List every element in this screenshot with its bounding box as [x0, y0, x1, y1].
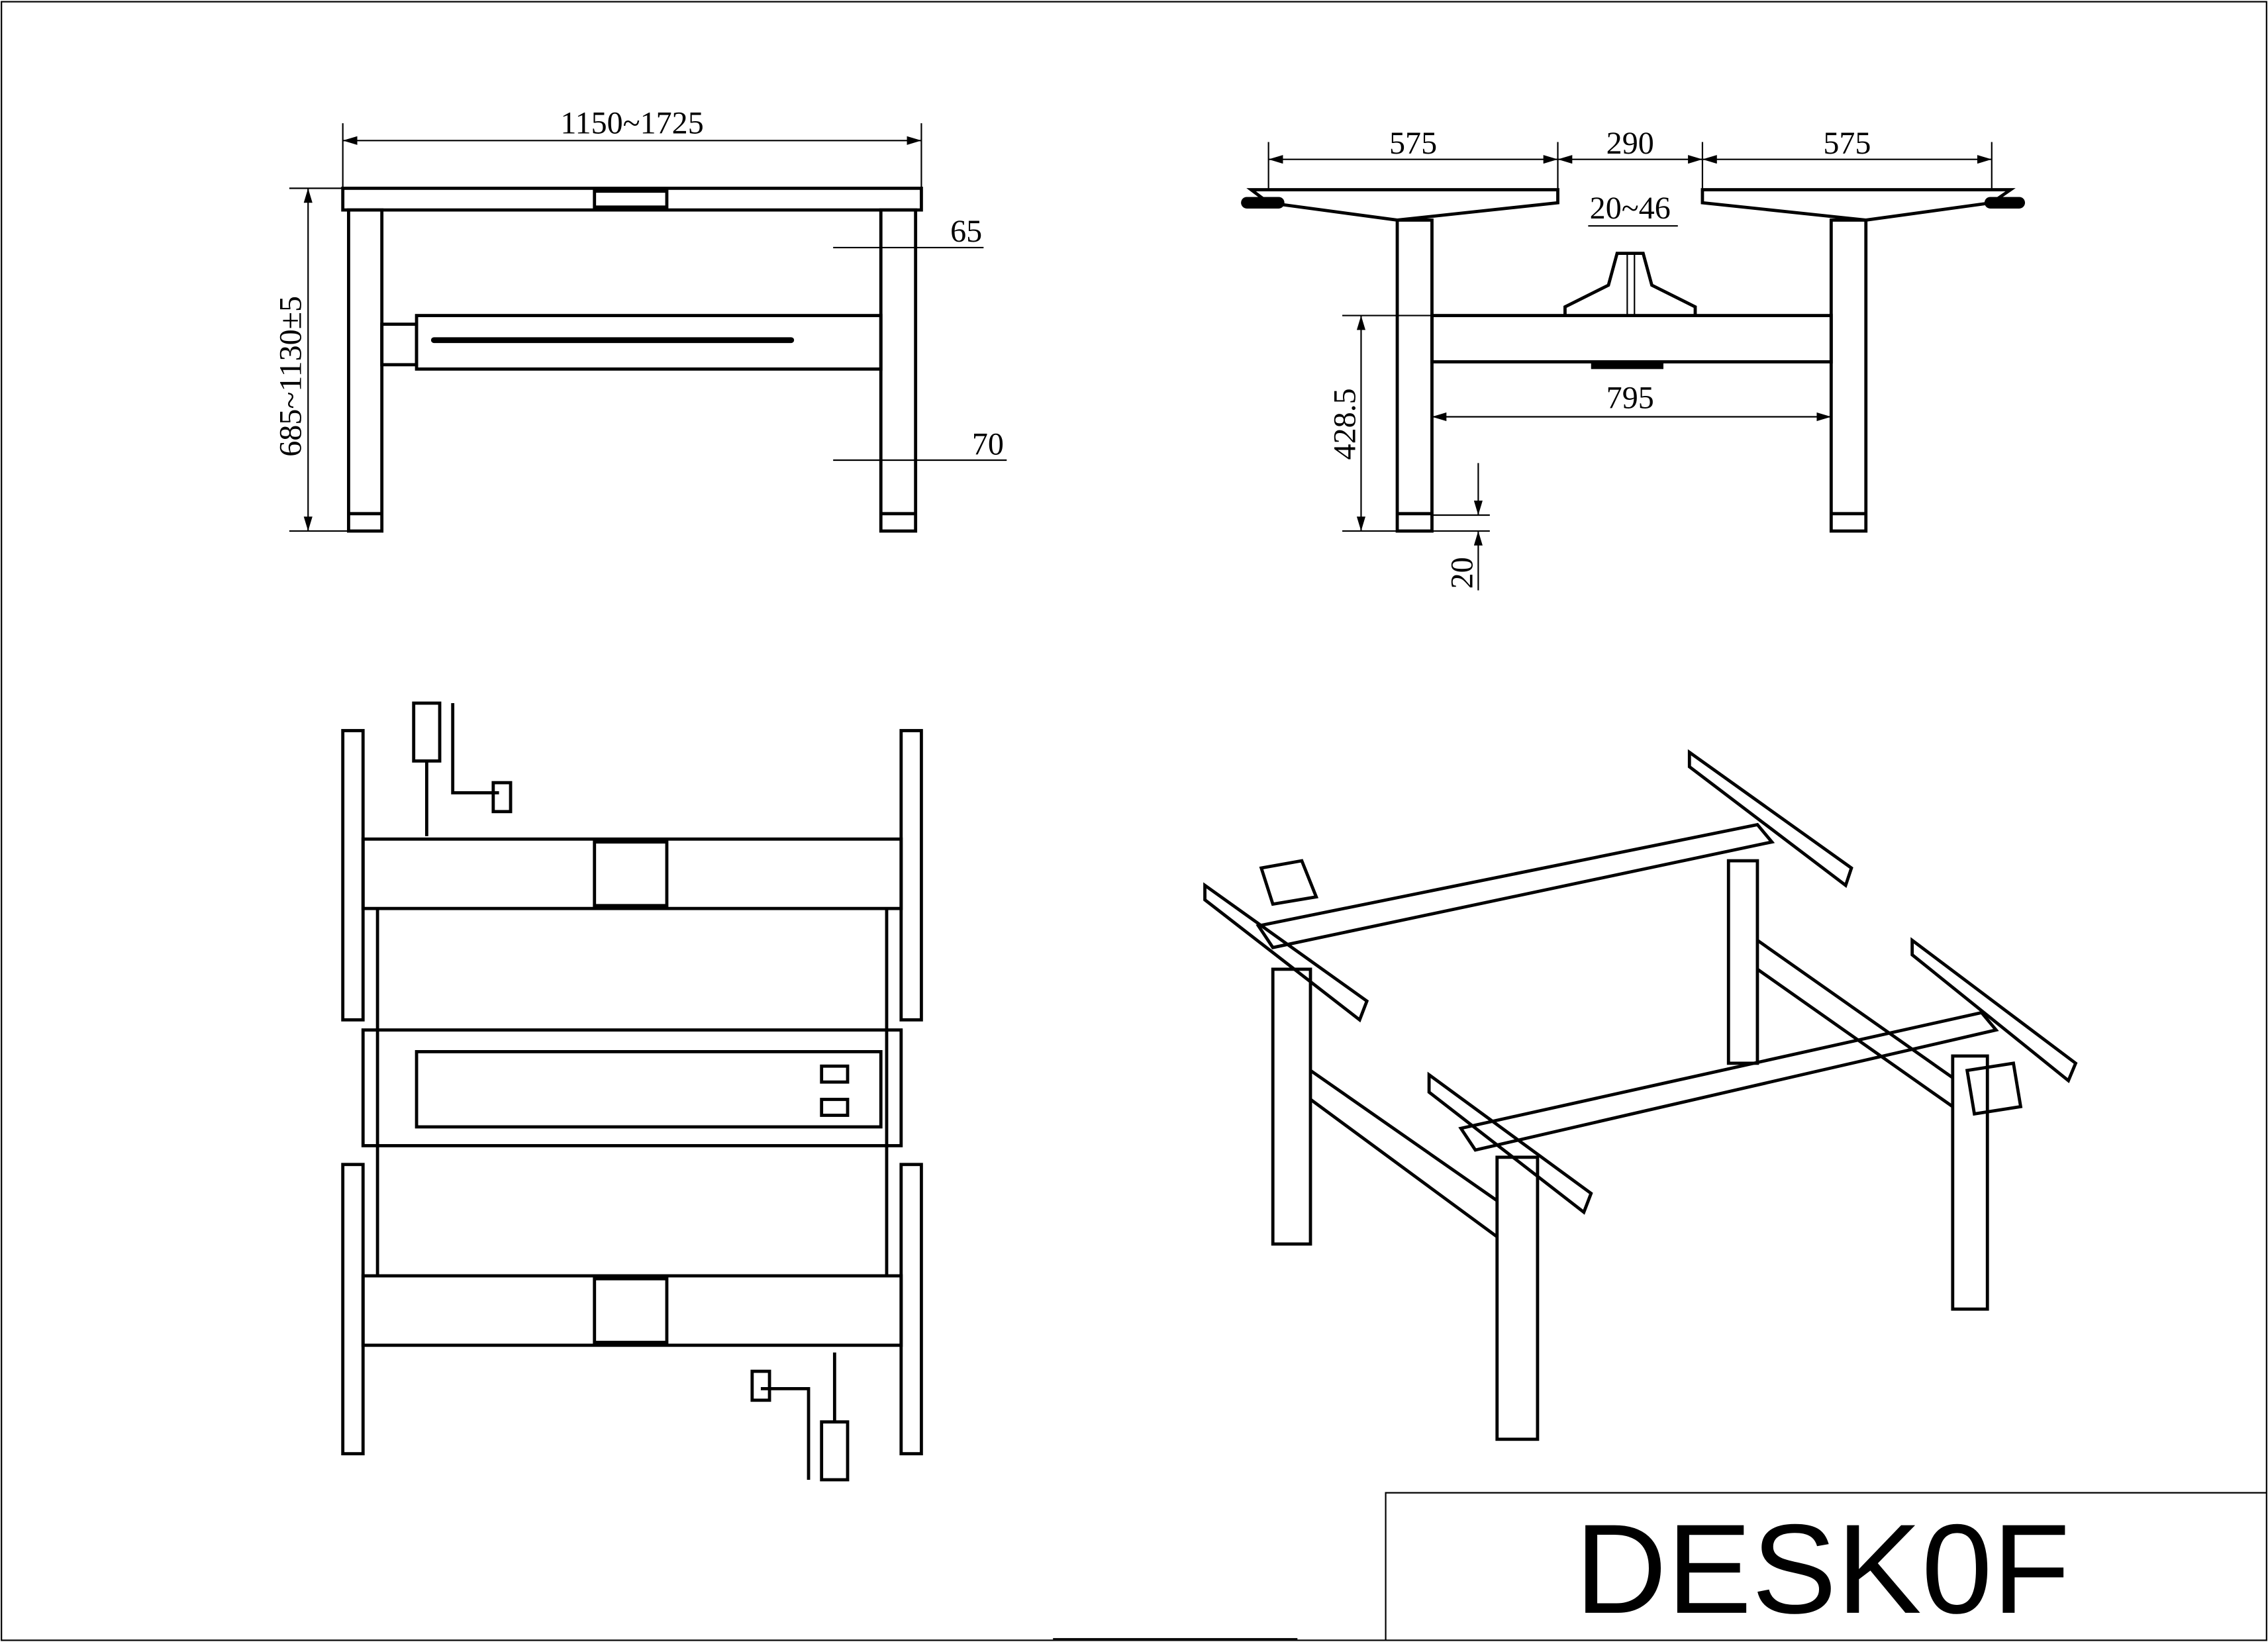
front-view: 1150~1725 685~1130±5 65 70 [273, 105, 1007, 533]
depth-right-dimension: 575 [1823, 126, 1871, 161]
height-dimension: 685~1130±5 [273, 296, 308, 457]
depth-left-dimension: 575 [1389, 126, 1437, 161]
side-view: 575 290 575 20~46 795 428.5 20 [1241, 126, 2026, 591]
model-name: DESK0F [1575, 1498, 2070, 1640]
top-view [341, 701, 923, 1482]
leg-width-top-dimension: 65 [950, 214, 982, 249]
crossbar-height-dimension: 428.5 [1328, 388, 1363, 459]
isometric-view [1203, 749, 2078, 1441]
gap-dimension: 290 [1606, 126, 1654, 161]
foot-height-dimension: 20 [1445, 557, 1480, 589]
width-dimension: 1150~1725 [560, 105, 703, 140]
leg-width-bottom-dimension: 70 [972, 426, 1004, 461]
crossbar-length-dimension: 795 [1606, 380, 1654, 415]
title-block: DESK0F [1053, 1492, 2267, 1641]
bracket-range-dimension: 20~46 [1590, 191, 1671, 226]
